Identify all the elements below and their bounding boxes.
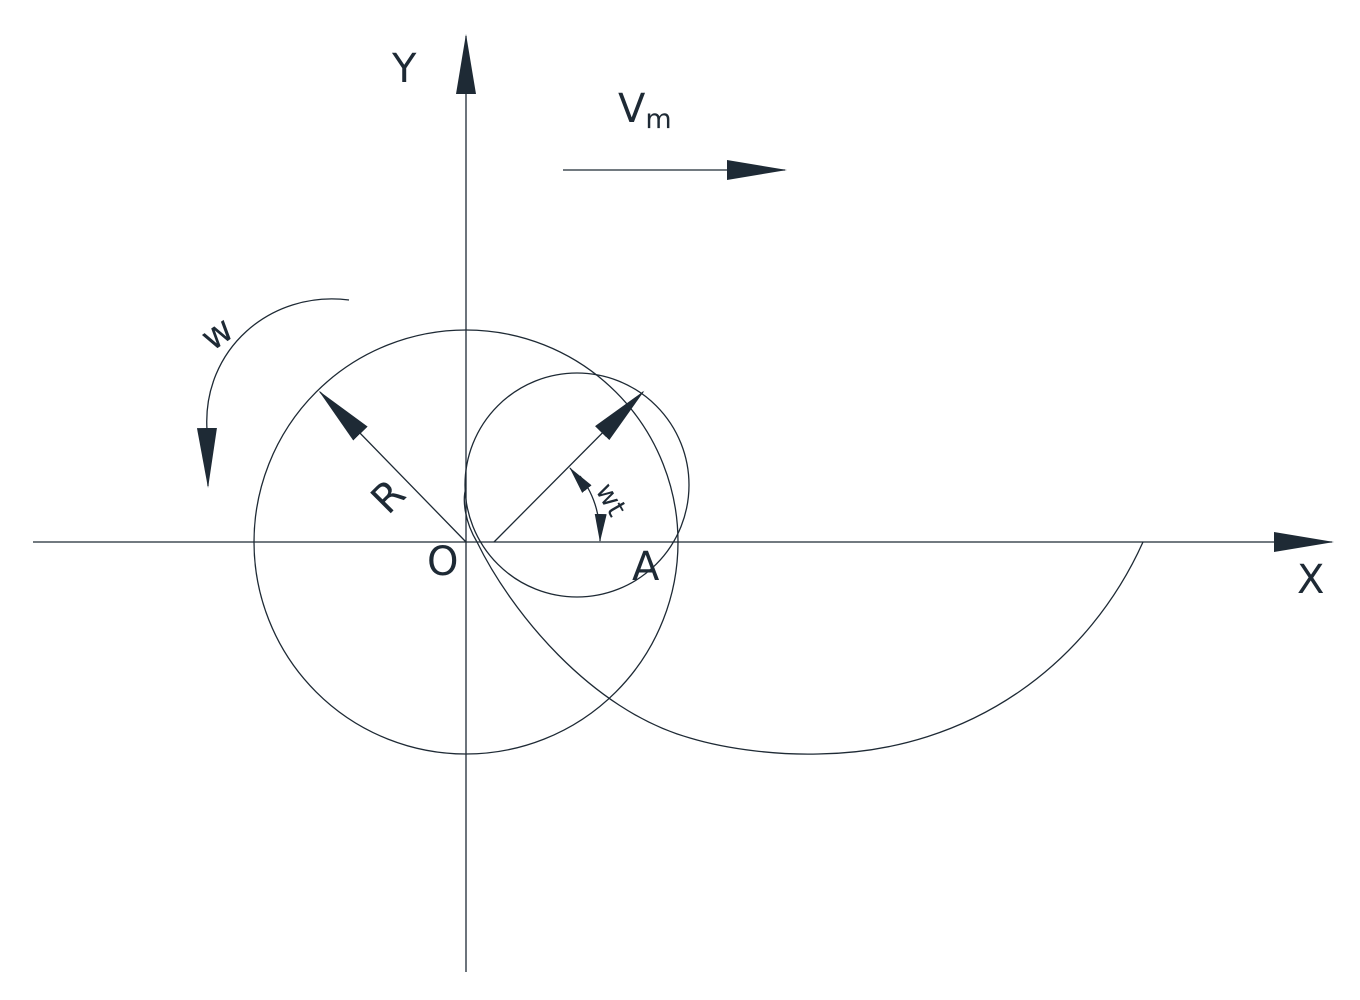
- small-circle: [464, 372, 690, 598]
- large-circle: [253, 329, 679, 755]
- origin-label: O: [427, 539, 458, 585]
- velocity-label-sub: m: [645, 104, 671, 135]
- velocity-label-main: V: [618, 86, 646, 132]
- radius-arrow: [318, 390, 467, 543]
- velocity-label: Vm: [618, 86, 672, 135]
- y-axis-label: Y: [391, 46, 417, 92]
- point-a-label: A: [632, 544, 660, 590]
- angular-velocity-arc: [196, 298, 350, 488]
- angle-label: wt: [589, 478, 632, 522]
- radius-label: R: [363, 471, 415, 523]
- angular-velocity-label: w: [194, 309, 242, 359]
- trochoid-curve: [463, 487, 1144, 755]
- rotated-radius-arrow: [493, 390, 645, 543]
- angle-arc-start: [569, 467, 592, 493]
- x-axis-label: X: [1297, 557, 1324, 603]
